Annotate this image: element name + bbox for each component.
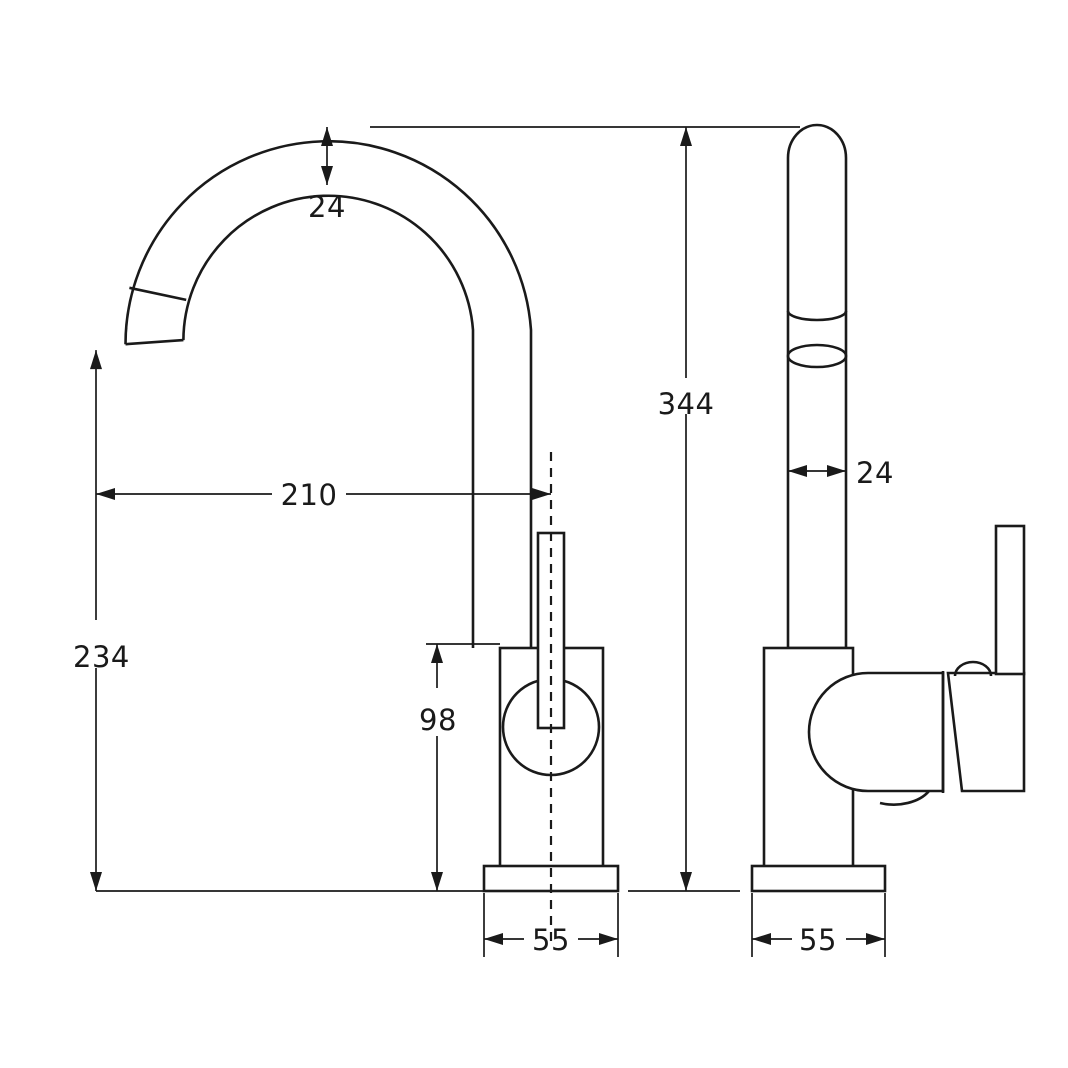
dim-344-arrow-bottom — [680, 872, 692, 891]
dim-234-arrow-bottom — [90, 872, 102, 891]
dimension-base-front: 55 — [483, 893, 619, 957]
dim-55-front-arrow-right — [599, 933, 618, 945]
handle-housing-side — [807, 671, 945, 793]
dim-24-side-label: 24 — [856, 456, 894, 490]
spout-tip-band — [129, 286, 187, 302]
dim-210-label: 210 — [281, 478, 338, 512]
spout-inner-profile — [182, 194, 475, 648]
dim-98-arrow-top — [431, 644, 443, 663]
aerator-band-upper-edge — [786, 310, 848, 322]
dimension-overall-height: 344 — [370, 126, 800, 892]
side-elevation-view — [750, 123, 1026, 893]
spout-tip-end-face — [125, 338, 184, 346]
spout-outlet-tip — [125, 286, 187, 346]
front-elevation-view — [124, 139, 620, 944]
dim-210-arrow-right — [532, 488, 551, 500]
dim-55-side-arrow-right — [866, 933, 885, 945]
dim-344-arrow-top — [680, 127, 692, 146]
dim-55-side-label: 55 — [799, 923, 837, 957]
dimension-spout-reach: 210 — [96, 478, 551, 512]
dim-24-side-arrow-right — [827, 465, 846, 477]
dim-24-side-arrow-left — [788, 465, 807, 477]
dimension-outlet-height: 234 — [73, 350, 484, 892]
aerator-band-lower-ellipse — [786, 343, 848, 369]
dim-344-label: 344 — [658, 387, 715, 421]
base-plate-side — [750, 864, 887, 893]
dim-98-arrow-bottom — [431, 872, 443, 891]
handle-lever-block-side — [946, 671, 1026, 793]
dim-234-arrow-top — [90, 350, 102, 370]
dimension-body-height: 98 — [419, 643, 500, 891]
dim-24-front-label: 24 — [308, 190, 346, 224]
dim-234-label: 234 — [73, 640, 130, 674]
dim-210-arrow-left — [96, 488, 115, 500]
handle-lever-lower-arc — [879, 790, 930, 806]
dim-55-side-arrow-left — [752, 933, 771, 945]
dim-55-front-arrow-left — [484, 933, 503, 945]
handle-pivot-arc — [953, 660, 993, 677]
dimension-column-diameter-side: 24 — [788, 456, 894, 490]
dimension-base-side: 55 — [751, 893, 886, 957]
dim-24-front-arrow-bottom — [321, 166, 333, 185]
dimension-spout-tube-diameter: 24 — [308, 127, 346, 224]
side-column-with-dome — [786, 123, 848, 650]
handle-lever-arm-side — [994, 524, 1026, 676]
dim-24-front-arrow-top — [321, 127, 333, 146]
dim-55-front-label: 55 — [532, 923, 570, 957]
dim-98-label: 98 — [419, 703, 457, 737]
